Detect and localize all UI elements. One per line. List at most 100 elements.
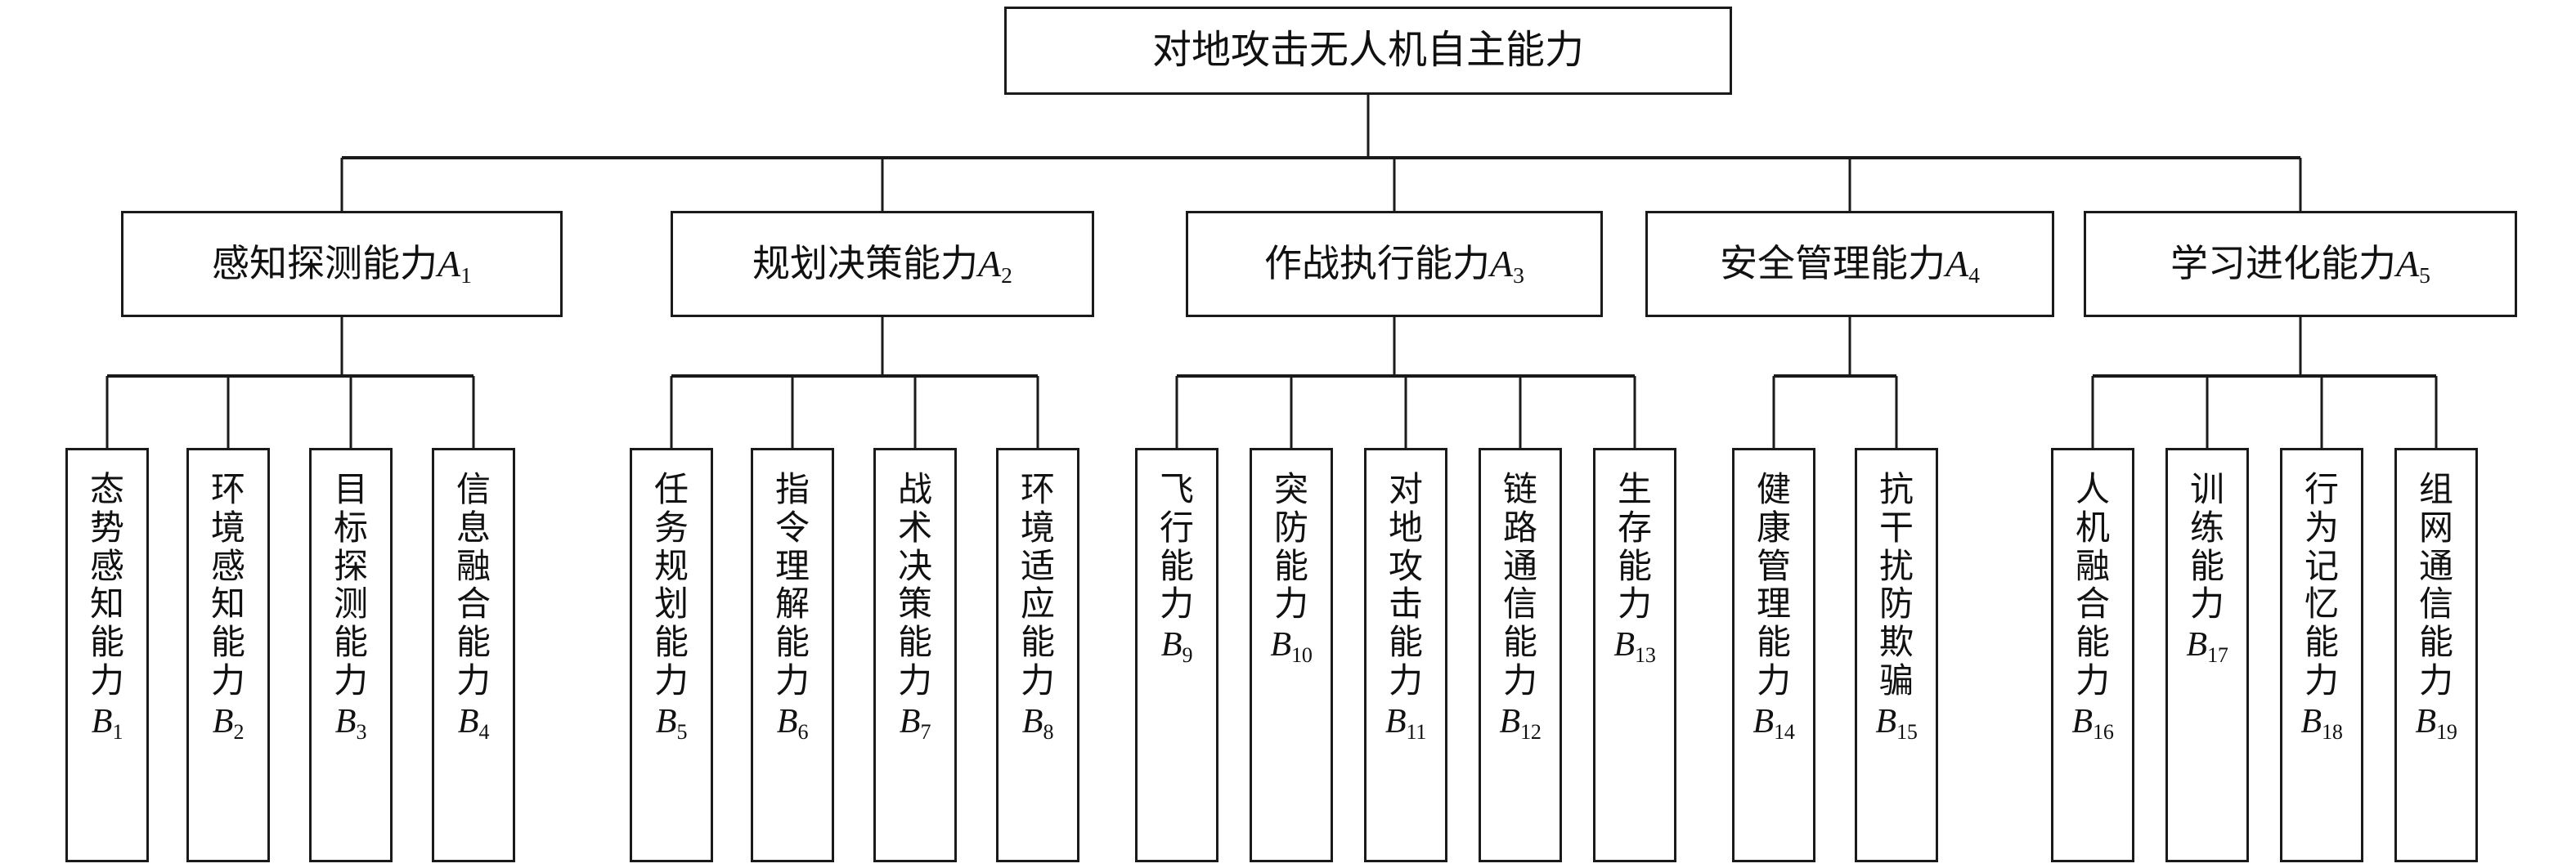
indicator-char: 境	[1020, 509, 1055, 548]
indicator-char: 理	[1756, 586, 1791, 624]
indicator-char: 行	[1159, 509, 1194, 548]
indicator-code: B10	[1270, 626, 1313, 668]
indicator-char: 存	[1617, 509, 1652, 548]
indicator-char: 息	[456, 509, 491, 548]
indicator-char: 突	[1273, 472, 1308, 509]
indicator-char: 环	[210, 472, 245, 509]
indicator-char: 网	[2418, 509, 2453, 548]
indicator-char: 力	[1020, 663, 1055, 701]
indicator-char: 人	[2075, 472, 2110, 509]
indicator-char: 规	[653, 548, 689, 586]
indicator-char: 训	[2189, 472, 2224, 509]
indicator-char: 能	[2304, 624, 2339, 663]
indicator-char: 合	[2075, 586, 2110, 624]
criteria-node-A5[interactable]: 学习进化能力A5	[2084, 211, 2517, 317]
indicator-char: 态	[89, 472, 124, 509]
criteria-node-A4[interactable]: 安全管理能力A4	[1645, 211, 2054, 317]
indicator-code: B3	[334, 702, 367, 744]
criteria-node-A3[interactable]: 作战执行能力A3	[1186, 211, 1603, 317]
indicator-char: 忆	[2304, 586, 2339, 624]
indicator-char: 指	[774, 472, 810, 509]
indicator-char: 力	[1502, 663, 1537, 701]
indicator-code: B9	[1160, 626, 1193, 668]
indicator-char: 管	[1756, 548, 1791, 586]
indicator-char: 力	[1756, 663, 1791, 701]
indicator-char: 探	[333, 548, 368, 586]
indicator-code: B14	[1752, 702, 1795, 744]
indicator-char: 理	[774, 548, 810, 586]
indicator-code: B11	[1384, 702, 1427, 744]
indicator-char: 练	[2189, 509, 2224, 548]
indicator-char: 路	[1502, 509, 1537, 548]
indicator-char: 能	[2075, 624, 2110, 663]
indicator-char: 能	[897, 624, 932, 663]
indicator-char: 能	[210, 624, 245, 663]
indicator-char: 力	[2418, 663, 2453, 701]
indicator-char: 环	[1020, 472, 1055, 509]
indicator-char: 知	[89, 586, 124, 624]
indicator-char: 力	[1159, 586, 1194, 624]
indicator-char: 能	[1388, 624, 1423, 663]
indicator-char: 解	[774, 586, 810, 624]
root-node[interactable]: 对地攻击无人机自主能力	[1004, 7, 1732, 95]
indicator-char: 标	[333, 509, 368, 548]
indicator-char: 能	[1020, 624, 1055, 663]
indicator-char: 骗	[1878, 663, 1914, 701]
indicator-char: 融	[2075, 548, 2110, 586]
indicator-code: B7	[899, 702, 931, 744]
indicator-code: B18	[2300, 702, 2343, 744]
criteria-node-label: 作战执行能力A3	[1264, 243, 1524, 289]
indicator-char: 康	[1756, 509, 1791, 548]
indicator-code: B1	[91, 702, 123, 744]
indicator-code: B6	[776, 702, 809, 744]
criteria-node-A1[interactable]: 感知探测能力A1	[121, 211, 563, 317]
indicator-code: B16	[2071, 702, 2114, 744]
indicator-char: 融	[456, 548, 491, 586]
indicator-char: 感	[210, 548, 245, 586]
indicator-char: 信	[2418, 586, 2453, 624]
indicator-code: B12	[1499, 702, 1542, 744]
indicator-char: 境	[210, 509, 245, 548]
indicator-char: 防	[1273, 509, 1308, 548]
indicator-char: 信	[1502, 586, 1537, 624]
indicator-char: 欺	[1878, 624, 1914, 663]
indicator-char: 通	[1502, 548, 1537, 586]
criteria-node-A2[interactable]: 规划决策能力A2	[671, 211, 1094, 317]
indicator-char: 决	[897, 548, 932, 586]
indicator-char: 地	[1388, 509, 1423, 548]
indicator-char: 力	[333, 663, 368, 701]
indicator-char: 令	[774, 509, 810, 548]
indicator-char: 力	[456, 663, 491, 701]
indicator-char: 能	[1617, 548, 1652, 586]
indicator-char: 能	[1159, 548, 1194, 586]
indicator-char: 力	[2075, 663, 2110, 701]
